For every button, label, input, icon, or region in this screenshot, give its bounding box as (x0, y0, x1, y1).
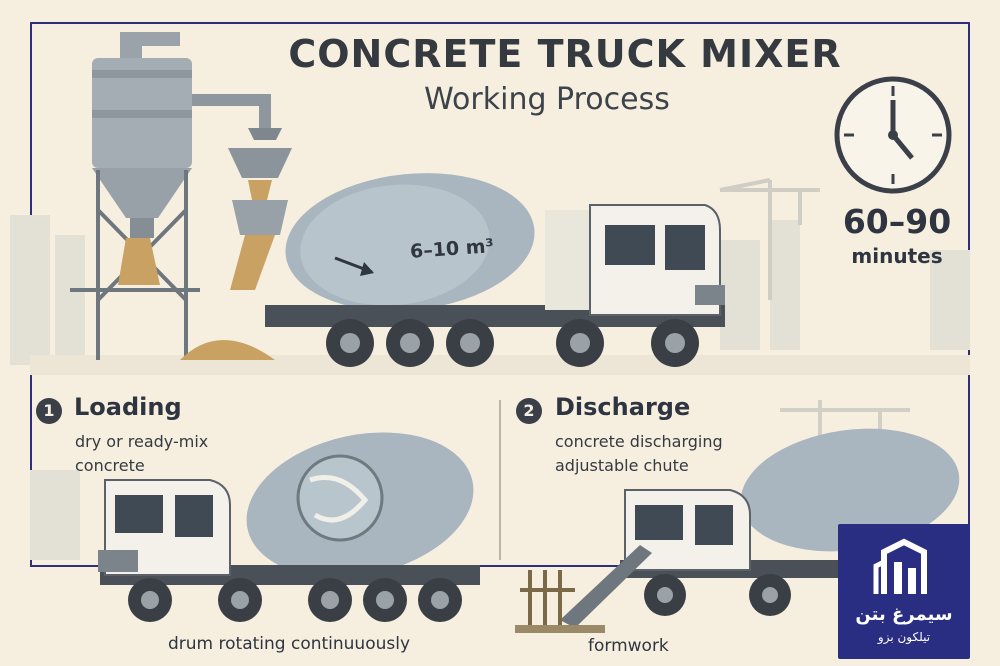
ground (30, 355, 970, 375)
brand-logo: سیمرغ بتن تیلکون بزو (838, 524, 970, 659)
step-description-line: concrete discharging (555, 432, 723, 451)
step-number-badge: 2 (516, 398, 542, 424)
duration-unit: minutes (851, 244, 943, 268)
loading-hopper (228, 148, 292, 290)
step-caption: formwork (588, 636, 669, 656)
truck-mixer-discharge (515, 428, 960, 633)
truck-mixer-loading (98, 432, 480, 622)
truck-mixer-top (265, 173, 725, 367)
page-title: CONCRETE TRUCK MIXER (288, 32, 842, 76)
logo-subname: تیلکون بزو (877, 630, 931, 644)
step-description-line: concrete (75, 456, 145, 475)
step-description-line: adjustable chute (555, 456, 689, 475)
crane-icon (719, 178, 820, 300)
logo-name: سیمرغ بتن (855, 604, 953, 625)
step-number-badge: 1 (36, 398, 62, 424)
building-logo-icon (873, 538, 927, 594)
clock-icon (834, 76, 952, 194)
page-subtitle: Working Process (424, 82, 670, 117)
duration-value: 60–90 (842, 202, 952, 241)
step-caption: drum rotating continuuously (168, 634, 411, 654)
cement-silo (70, 32, 282, 360)
step-description-line: dry or ready-mix (75, 432, 209, 451)
step-title: Discharge (555, 393, 691, 421)
step-title: Loading (74, 393, 182, 421)
